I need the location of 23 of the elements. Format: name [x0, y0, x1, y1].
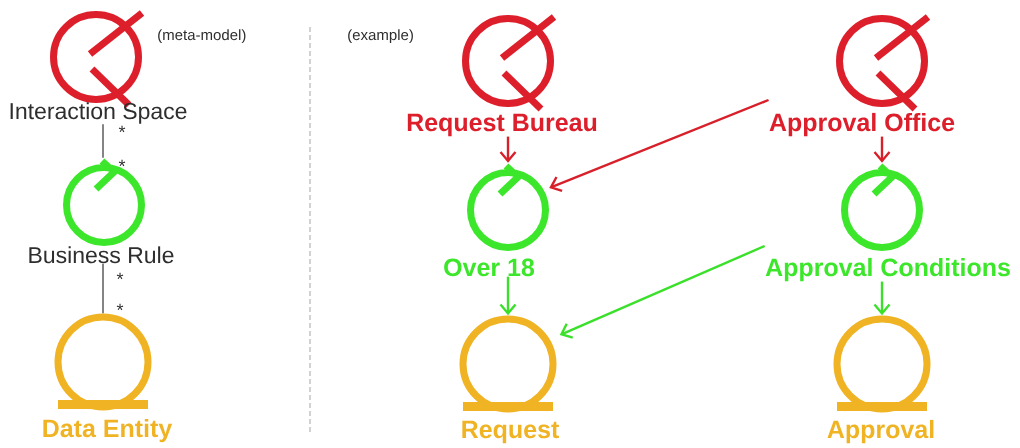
- connector-line: [102, 123, 104, 159]
- node-label: Approval: [827, 419, 934, 444]
- arrow: [499, 276, 517, 316]
- connector-line: [102, 263, 104, 314]
- arrow: [873, 136, 891, 163]
- node-label: Request: [462, 420, 559, 444]
- node-label: Request Bureau: [407, 113, 597, 137]
- node-label: Business Rule: [29, 246, 174, 264]
- multiplicity-label: *: [116, 272, 124, 280]
- multiplicity-label: *: [116, 303, 124, 311]
- node-label: Over 18: [444, 258, 535, 277]
- multiplicity-label: *: [118, 125, 126, 133]
- arrow: [873, 281, 891, 316]
- arrow: [499, 136, 517, 163]
- node-label: Approval Conditions: [765, 257, 1010, 282]
- section-label: (example): [348, 29, 413, 44]
- node-label: Approval Office: [769, 112, 955, 137]
- arrow: [549, 98, 769, 193]
- node-label: Interaction Space: [10, 102, 187, 124]
- multiplicity-label: *: [118, 159, 126, 167]
- node-label: Data Entity: [43, 418, 173, 443]
- section-label: (meta-model): [158, 29, 246, 44]
- arrow: [559, 244, 766, 339]
